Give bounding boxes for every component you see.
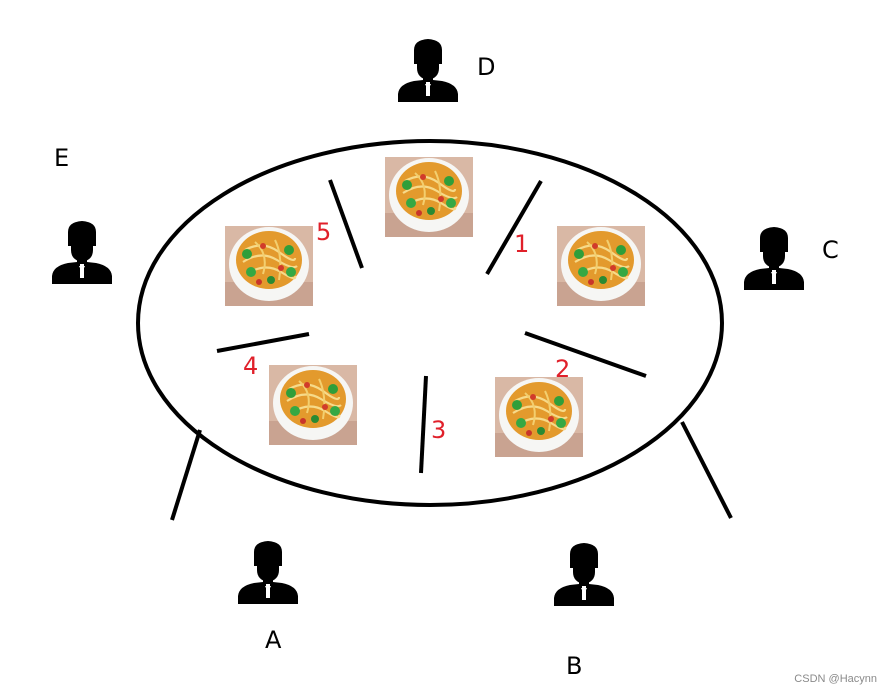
person-icon <box>398 39 458 102</box>
chopstick-label-4: 4 <box>243 352 258 380</box>
chopstick-label-2: 2 <box>555 355 570 383</box>
person-label-e: E <box>54 144 69 172</box>
noodle-bowl-icon <box>267 363 359 447</box>
person-label-c: C <box>822 236 839 264</box>
person-label-a: A <box>265 626 282 654</box>
chopstick-label-3: 3 <box>431 416 446 444</box>
chopstick-5 <box>328 179 364 269</box>
person-icon <box>238 541 298 604</box>
person-label-d: D <box>477 53 495 81</box>
table-leg-left <box>170 429 202 521</box>
watermark: CSDN @Hacynn <box>794 673 877 685</box>
noodle-bowl-icon <box>493 375 585 459</box>
person-icon <box>52 221 112 284</box>
chopstick-2 <box>524 331 647 378</box>
noodle-bowl-icon <box>555 224 647 308</box>
noodle-bowl-icon <box>383 155 475 239</box>
chopstick-label-1: 1 <box>514 230 529 258</box>
table <box>136 139 724 507</box>
chopstick-label-5: 5 <box>316 218 331 246</box>
noodle-bowl-icon <box>223 224 315 308</box>
table-leg-right <box>680 421 733 519</box>
person-icon <box>554 543 614 606</box>
chopstick-3 <box>419 375 428 474</box>
person-icon <box>744 227 804 290</box>
chopstick-1 <box>485 179 543 276</box>
person-label-b: B <box>566 652 582 680</box>
chopstick-4 <box>216 332 310 353</box>
